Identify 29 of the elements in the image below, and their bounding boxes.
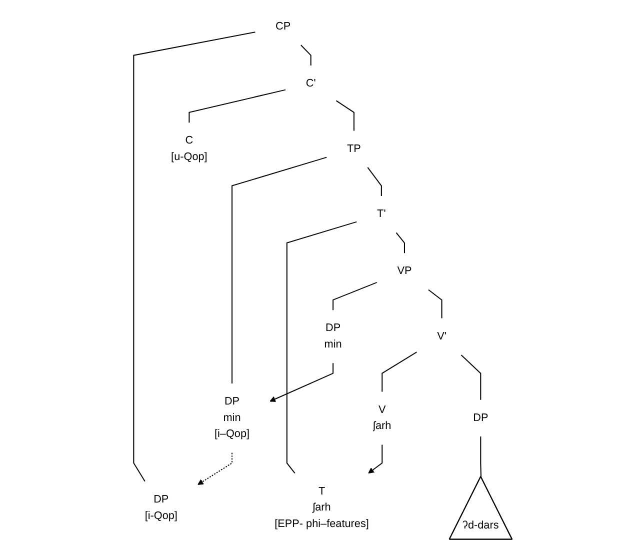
connector	[336, 100, 355, 130]
node-text: VP	[397, 264, 412, 276]
connector	[368, 166, 382, 196]
connector	[480, 436, 482, 476]
connector	[461, 354, 482, 400]
node-text: V'	[437, 330, 447, 342]
connector	[396, 232, 406, 253]
connector	[300, 44, 312, 66]
node-text: C [u-Qop]	[171, 134, 208, 162]
arrow	[270, 362, 334, 402]
node-text: C'	[306, 77, 316, 89]
arrow	[198, 452, 233, 484]
node-text: DP min [i–Qop]	[214, 395, 250, 440]
node-text: DP	[473, 412, 488, 424]
connector	[188, 88, 286, 122]
node-text: DP min	[324, 322, 342, 350]
node-text: T'	[377, 208, 386, 220]
node-text: CP	[276, 20, 291, 32]
node-text: V ʃarh	[373, 403, 392, 432]
connector	[286, 220, 358, 474]
node-text: DP [i-Qop]	[145, 493, 178, 521]
connector	[133, 31, 256, 482]
connector	[382, 351, 418, 392]
connector	[232, 156, 328, 384]
arrow	[368, 444, 383, 473]
connector	[332, 281, 378, 310]
connector	[428, 288, 443, 318]
node-text: T ʃarh [EPP- phi–features]	[274, 484, 370, 530]
node-text: TP	[347, 142, 362, 154]
